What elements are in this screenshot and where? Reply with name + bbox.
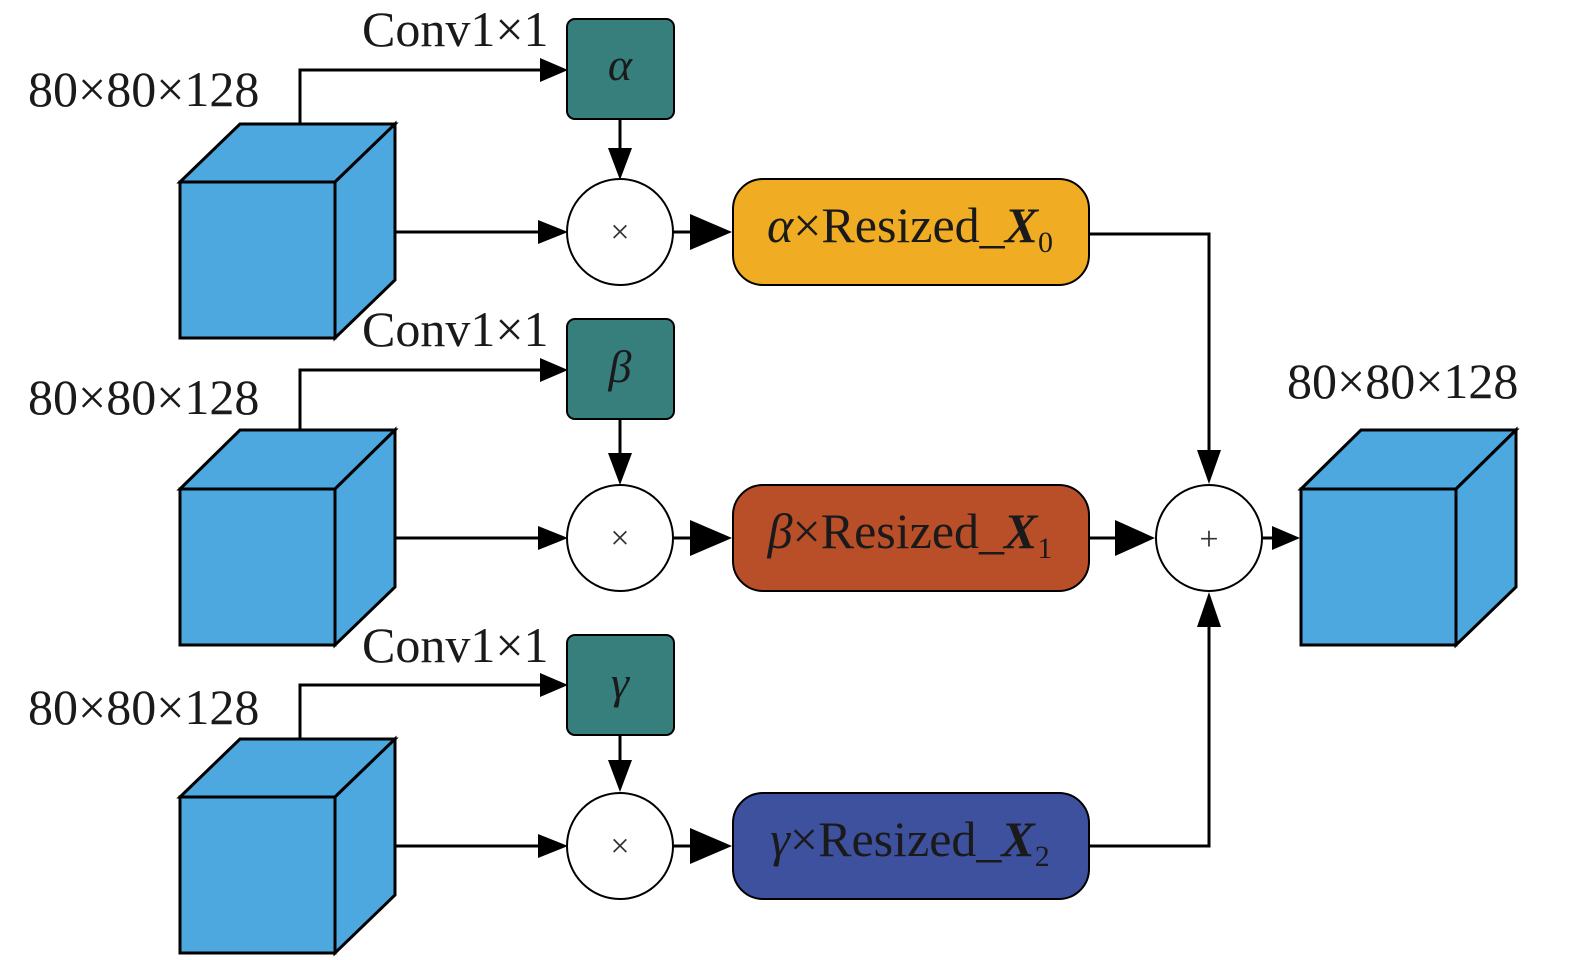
result-1-coefficient: β	[767, 503, 793, 559]
conv-0-connector	[298, 68, 545, 124]
sum-node: +	[1155, 484, 1263, 592]
arrow-head	[540, 673, 568, 697]
multiply-symbol: ×	[610, 828, 629, 865]
branch-2: 80×80×128 Conv1×1 γ × γ×Resized_X2	[28, 592, 1221, 957]
result-0-subscript: 0	[1038, 226, 1053, 259]
multiply-symbol: ×	[610, 214, 629, 251]
weight-alpha-box: α	[566, 18, 675, 120]
arrow-head	[690, 520, 732, 556]
result-1-variable: X	[1002, 503, 1039, 559]
result-2-text: ×Resized_	[790, 811, 1002, 867]
result-1-subscript: 1	[1037, 532, 1052, 565]
weight-alpha-symbol: α	[608, 39, 633, 90]
result-2-coefficient: γ	[770, 811, 791, 867]
output-dimension-label: 80×80×128	[1287, 353, 1518, 409]
arrow-head	[540, 58, 568, 82]
arrow-head	[608, 148, 632, 180]
svg-text:β×Resized_X1: β×Resized_X1	[767, 503, 1053, 565]
conv-0-label: Conv1×1	[362, 1, 549, 57]
conv-1-connector	[298, 368, 545, 430]
arrow-head	[538, 834, 568, 858]
arrow-head	[1115, 520, 1155, 556]
output-cube	[1297, 426, 1520, 649]
branch-0: 80×80×128 Conv1×1 α × α×	[28, 1, 1221, 484]
input-0-dimension-label: 80×80×128	[28, 61, 259, 117]
result-box-2: γ×Resized_X2	[732, 792, 1090, 900]
result-0-coefficient: α	[767, 197, 795, 253]
multiply-node-2: ×	[566, 792, 674, 900]
branch-1: 80×80×128 Conv1×1 β × β×Resized_X1	[28, 301, 1155, 649]
result-box-1: β×Resized_X1	[732, 484, 1090, 592]
conv-2-connector	[298, 683, 545, 739]
arrow-head	[1272, 526, 1300, 550]
arrow-head	[540, 358, 568, 382]
weight-gamma-symbol: γ	[611, 657, 631, 708]
result-2-variable: X	[999, 811, 1036, 867]
input-0-cube	[176, 120, 399, 342]
weight-gamma-box: γ	[566, 634, 675, 736]
multiply-symbol: ×	[610, 520, 629, 557]
input-1-dimension-label: 80×80×128	[28, 369, 259, 425]
result-0-text: ×Resized_	[793, 197, 1005, 253]
sum-symbol: +	[1199, 521, 1218, 558]
result-box-0: α×Resized_X0	[732, 178, 1090, 286]
arrow-head	[608, 453, 632, 485]
arrow-head	[538, 220, 568, 244]
weight-beta-symbol: β	[608, 341, 632, 392]
input-2-dimension-label: 80×80×128	[28, 679, 259, 735]
arrow-head	[538, 526, 568, 550]
arrow-head	[690, 214, 732, 250]
svg-text:α×Resized_X0: α×Resized_X0	[767, 197, 1053, 259]
conv-2-label: Conv1×1	[362, 617, 549, 673]
arrow-head	[690, 828, 732, 864]
result-1-text: ×Resized_	[793, 503, 1005, 559]
result-0-variable: X	[1003, 197, 1040, 253]
multiply-node-1: ×	[566, 484, 674, 592]
result-2-subscript: 2	[1035, 840, 1050, 873]
svg-text:γ×Resized_X2: γ×Resized_X2	[770, 811, 1050, 873]
arrow-head	[608, 760, 632, 792]
conv-1-label: Conv1×1	[362, 301, 549, 357]
input-1-cube	[176, 426, 399, 649]
weight-beta-box: β	[566, 318, 675, 420]
input-2-cube	[176, 735, 399, 957]
arrow-head	[1197, 450, 1221, 484]
multiply-node-0: ×	[566, 178, 674, 286]
arrow-head	[1197, 592, 1221, 627]
